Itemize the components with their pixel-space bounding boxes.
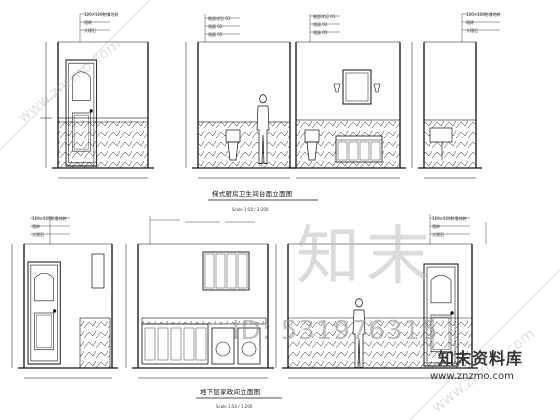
top-drawing-caption: 梯式厨房卫生间台面立面图: [212, 190, 293, 198]
top-callout-6: 墙面 05: [208, 32, 223, 37]
top-callout-4: 细部详见 01: [208, 16, 231, 21]
wall-lamp: [333, 83, 381, 93]
bottom-callout-5: 墙砖: [432, 224, 440, 229]
top-panel-vanity-wall: [290, 14, 406, 179]
bottom-callout-2: 墙砖: [32, 224, 40, 229]
top-callout-9: 墙面 05: [313, 30, 328, 35]
door-elevation: [27, 261, 61, 365]
top-panel-toilet-wall: [185, 14, 296, 179]
mirror: [342, 69, 372, 105]
top-callout-7: 细部详见 01: [313, 14, 336, 19]
logo-name: 知末资料库: [438, 349, 524, 368]
top-drawing-scale: Scale 1:50 / 1:200: [232, 207, 269, 212]
bottom-callout-3: 大理石: [32, 232, 44, 237]
bottom-callout-4: 120×120防滑地砖: [432, 216, 467, 221]
top-elevation-group: [40, 13, 500, 201]
base-cabinets: [141, 323, 209, 365]
top-callout-12: 大理石: [466, 28, 478, 33]
top-callout-1: 120×120防滑地砖: [84, 12, 119, 17]
bottom-panel-door-wall-2: [275, 214, 487, 379]
bottom-panel-door-wall: [11, 216, 118, 379]
bottom-callout-6: 大理石: [432, 232, 444, 237]
top-callout-3: 大理石: [84, 28, 96, 33]
top-panel-door-wall: [40, 13, 154, 179]
bottom-elevation-group: [11, 214, 487, 399]
toilet: [225, 129, 241, 161]
vanity-cabinet: [335, 135, 383, 163]
top-callout-2: 墙砖: [84, 20, 92, 25]
upper-cabinets: [202, 251, 250, 291]
bottom-panel-laundry-wall: [125, 216, 274, 379]
top-callout-5: 墙面 02: [208, 24, 223, 29]
watermark-logo: 知末资料库 www.znzmo.com: [418, 345, 548, 389]
top-callout-11: 墙砖: [466, 20, 474, 25]
logo-url: www.znzmo.com: [430, 371, 514, 382]
top-panel-side-wall: [411, 13, 500, 179]
washing-machine: [211, 327, 261, 365]
bottom-callout-1: 120×120防滑地砖: [32, 216, 67, 221]
bottom-drawing-caption: 地下层家政间立面图: [200, 388, 261, 396]
top-callout-8: 墙面 02: [313, 22, 328, 27]
bottom-drawing-scale: Scale 1:50 / 1:200: [216, 404, 253, 409]
toilet: [304, 129, 320, 161]
top-callout-10: 120×120防滑地砖: [466, 12, 501, 17]
